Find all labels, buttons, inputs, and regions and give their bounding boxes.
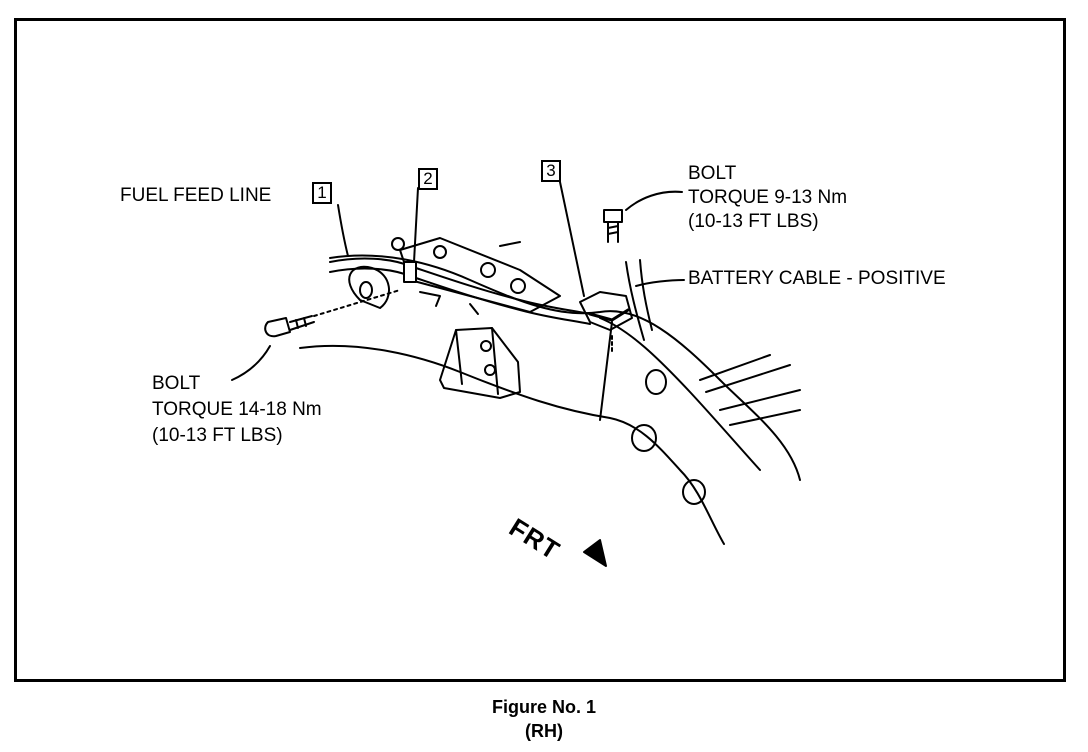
leader-3 [559,181,585,297]
battery-cable-label: BATTERY CABLE - POSITIVE [688,268,946,289]
bolt-right-icon [603,209,623,223]
leader-bolt-right [625,190,683,211]
figure-frame [14,18,1066,682]
frame-rail-lower-edge [299,344,725,545]
fuel-feed-line-label: FUEL FEED LINE [120,185,272,206]
bolt-right-torque-nm: TORQUE 9-13 Nm [688,187,848,208]
leader-bolt-left [231,345,271,381]
fuel-feed-line [329,257,591,315]
frame-rail-upper-edge [329,254,801,481]
leader-battery [635,279,685,287]
leader-1 [337,204,349,257]
leader-2 [413,187,419,263]
bolt-right-torque-ftlbs: (10-13 FT LBS) [688,211,819,232]
mount-bracket [439,327,521,399]
bolt-left-torque-nm: TORQUE 14-18 Nm [152,399,322,420]
frt-arrow [583,539,607,567]
bolt-right-title: BOLT [688,163,737,184]
callout-3: 3 [541,160,561,182]
figure-caption: Figure No. 1 [491,697,596,717]
callout-1: 1 [312,182,332,204]
callout-2: 2 [418,168,438,190]
bolt-left-torque-ftlbs: (10-13 FT LBS) [152,425,283,446]
battery-cable [625,259,653,341]
figure-caption-side: (RH) [525,721,563,741]
bolt-left-title: BOLT [152,373,201,394]
bolt-left-icon [264,317,291,338]
